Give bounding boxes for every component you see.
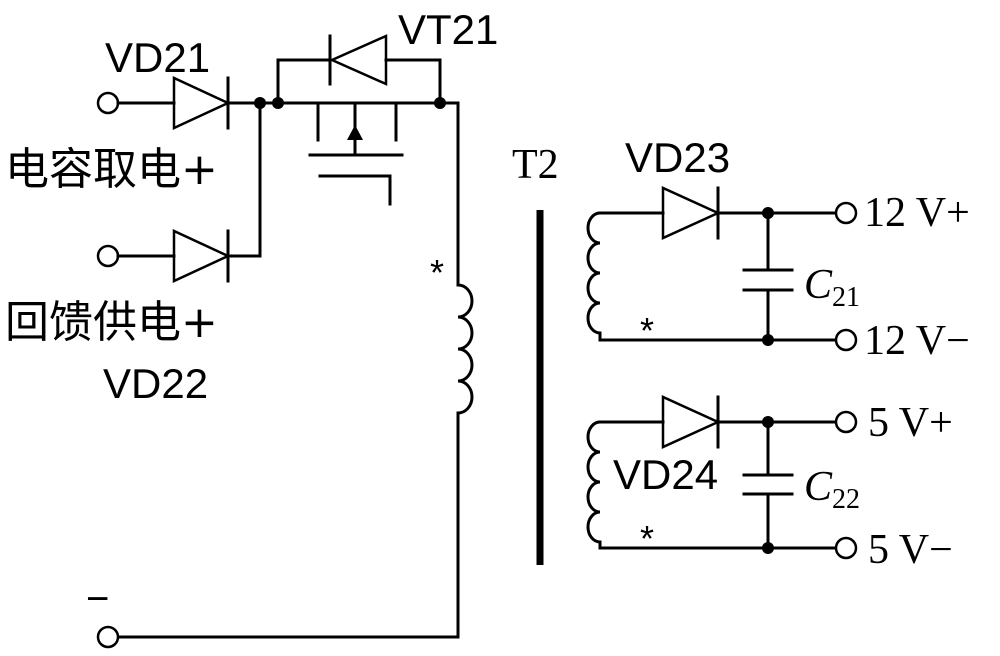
terminal-12v-minus bbox=[834, 328, 858, 352]
label-5v-plus: 5 V+ bbox=[868, 400, 953, 446]
diode-vt21 bbox=[328, 34, 388, 86]
capacitor-c22 bbox=[742, 420, 794, 550]
diode-vd21 bbox=[172, 76, 231, 130]
label-vd23: VD23 bbox=[625, 134, 730, 181]
terminal-feedback-input bbox=[96, 244, 120, 268]
label-12v-plus: 12 V+ bbox=[864, 190, 970, 236]
coil-secondary-5v bbox=[586, 420, 602, 544]
label-star-5v: * bbox=[640, 518, 654, 559]
label-star-12v: * bbox=[640, 310, 654, 351]
label-vt21: VT21 bbox=[398, 6, 498, 53]
label-t2: T2 bbox=[512, 142, 559, 188]
coil-secondary-12v bbox=[586, 211, 602, 335]
mosfet-vt21 bbox=[308, 101, 404, 206]
label-vd24: VD24 bbox=[613, 451, 718, 498]
label-12v-minus: 12 V− bbox=[864, 318, 970, 364]
coil-primary bbox=[456, 283, 474, 415]
label-c21: C21 bbox=[804, 262, 860, 313]
diode-vd23 bbox=[661, 186, 722, 240]
label-c22: C22 bbox=[804, 464, 860, 515]
label-vd21: VD21 bbox=[105, 34, 210, 81]
capacitor-c21 bbox=[742, 211, 794, 342]
label-cap-input: 电容取电+ bbox=[5, 144, 218, 195]
label-vd22: VD22 bbox=[103, 360, 208, 407]
label-star-primary: * bbox=[430, 252, 444, 293]
diode-vd24 bbox=[661, 395, 722, 449]
terminal-minus bbox=[96, 625, 120, 649]
terminal-cap-input bbox=[96, 91, 120, 115]
terminal-5v-minus bbox=[834, 536, 858, 560]
label-5v-minus: 5 V− bbox=[868, 527, 953, 573]
label-feedback-input: 回馈供电+ bbox=[5, 297, 218, 348]
terminal-12v-plus bbox=[834, 201, 858, 225]
label-minus: − bbox=[86, 577, 109, 621]
terminal-5v-plus bbox=[834, 410, 858, 434]
diode-vd22 bbox=[172, 229, 231, 283]
